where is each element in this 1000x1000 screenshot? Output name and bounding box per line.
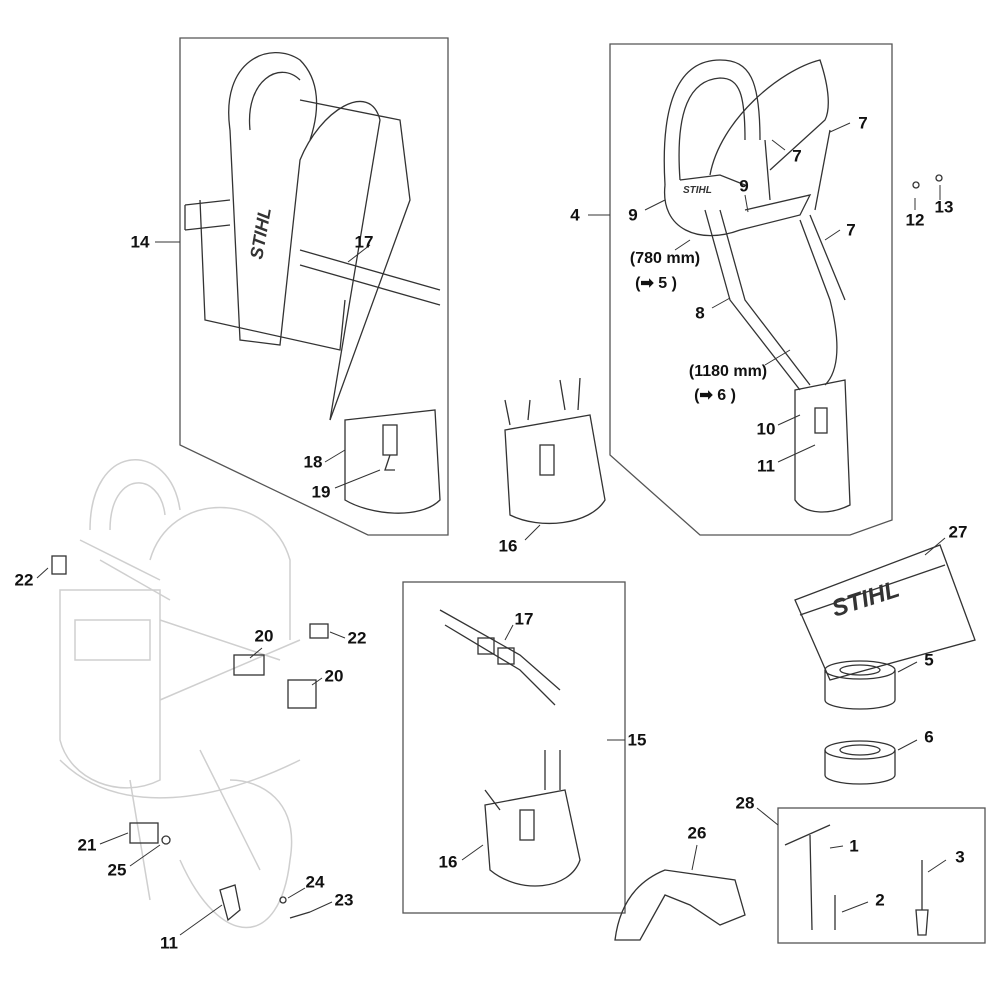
callout-4[interactable]: 4: [570, 205, 580, 225]
callout-16[interactable]: 16: [498, 536, 518, 556]
callout-11[interactable]: 11: [757, 456, 775, 476]
stihl-logo-strap: STIHL: [246, 206, 275, 261]
part-20a-shape: [233, 654, 265, 676]
callout-22[interactable]: 22: [14, 570, 34, 590]
callout-6[interactable]: 6: [924, 727, 934, 747]
callout-21[interactable]: 21: [77, 835, 97, 855]
callout-7[interactable]: 7: [858, 113, 868, 133]
part-12-shape: [912, 181, 920, 189]
part-13-shape: [935, 174, 943, 182]
callout-25[interactable]: 25: [107, 860, 127, 880]
part-22a-shape: [51, 555, 67, 575]
callout-22[interactable]: 22: [347, 628, 367, 648]
group-box-4: [609, 43, 893, 536]
part-20b-shape: [287, 679, 317, 709]
leader-lines: [36, 122, 947, 936]
stihl-logo-pad: STIHL: [683, 185, 712, 196]
callout-11[interactable]: 11: [160, 933, 178, 953]
group-box-28: [777, 807, 986, 944]
callout-7[interactable]: 7: [846, 220, 856, 240]
spool-5-drawing: [824, 660, 896, 710]
callout-18[interactable]: 18: [303, 452, 323, 472]
harness-14-drawing: STIHL: [184, 52, 441, 514]
length-780-note: (780 mm): [629, 250, 701, 267]
spool-6-drawing: [824, 740, 896, 785]
callout-28[interactable]: 28: [735, 793, 755, 813]
callout-24[interactable]: 24: [305, 872, 325, 892]
callout-27[interactable]: 27: [948, 522, 968, 542]
group-box-14: [179, 37, 449, 536]
length-1180-note: (1180 mm): [688, 363, 768, 380]
callout-15[interactable]: 15: [627, 730, 647, 750]
callout-10[interactable]: 10: [756, 419, 776, 439]
callout-26[interactable]: 26: [687, 823, 707, 843]
callout-9[interactable]: 9: [739, 176, 749, 196]
callout-20[interactable]: 20: [324, 666, 344, 686]
harness-4-drawing: STIHL: [663, 59, 851, 513]
callout-12[interactable]: 12: [905, 210, 925, 230]
part-21-shape: [129, 822, 159, 844]
callout-19[interactable]: 19: [311, 482, 331, 502]
callout-2[interactable]: 2: [875, 890, 885, 910]
part-11b-shape: [219, 884, 241, 922]
group-box-15: [402, 581, 626, 914]
part-23-shape: [289, 911, 311, 919]
callout-5[interactable]: 5: [924, 650, 934, 670]
ref-6-note[interactable]: (➡ 6 ): [694, 387, 736, 404]
tool-pouch-27-drawing: STIHL: [794, 544, 976, 681]
callout-7[interactable]: 7: [792, 146, 802, 166]
ref-5-note[interactable]: (➡ 5 ): [635, 275, 677, 292]
part-25-shape: [161, 835, 171, 845]
callout-13[interactable]: 13: [934, 197, 954, 217]
callout-9[interactable]: 9: [628, 205, 638, 225]
callout-14[interactable]: 14: [130, 232, 150, 252]
callout-17[interactable]: 17: [354, 232, 374, 252]
buckle-17-drawing: [439, 609, 561, 706]
callout-8[interactable]: 8: [695, 303, 705, 323]
callout-1[interactable]: 1: [849, 836, 859, 856]
hip-pad-16b-drawing: [484, 750, 581, 887]
safety-glasses-26-drawing: [614, 869, 746, 941]
callout-17[interactable]: 17: [514, 609, 534, 629]
part-22b-shape: [309, 623, 329, 639]
callout-16[interactable]: 16: [438, 852, 458, 872]
part-24-shape: [279, 896, 287, 904]
callout-3[interactable]: 3: [955, 847, 965, 867]
hip-pad-16-drawing: [504, 377, 606, 525]
faded-backpack-harness: [59, 459, 301, 929]
tools-28-drawing: [784, 824, 929, 936]
callout-20[interactable]: 20: [254, 626, 274, 646]
callout-23[interactable]: 23: [334, 890, 354, 910]
